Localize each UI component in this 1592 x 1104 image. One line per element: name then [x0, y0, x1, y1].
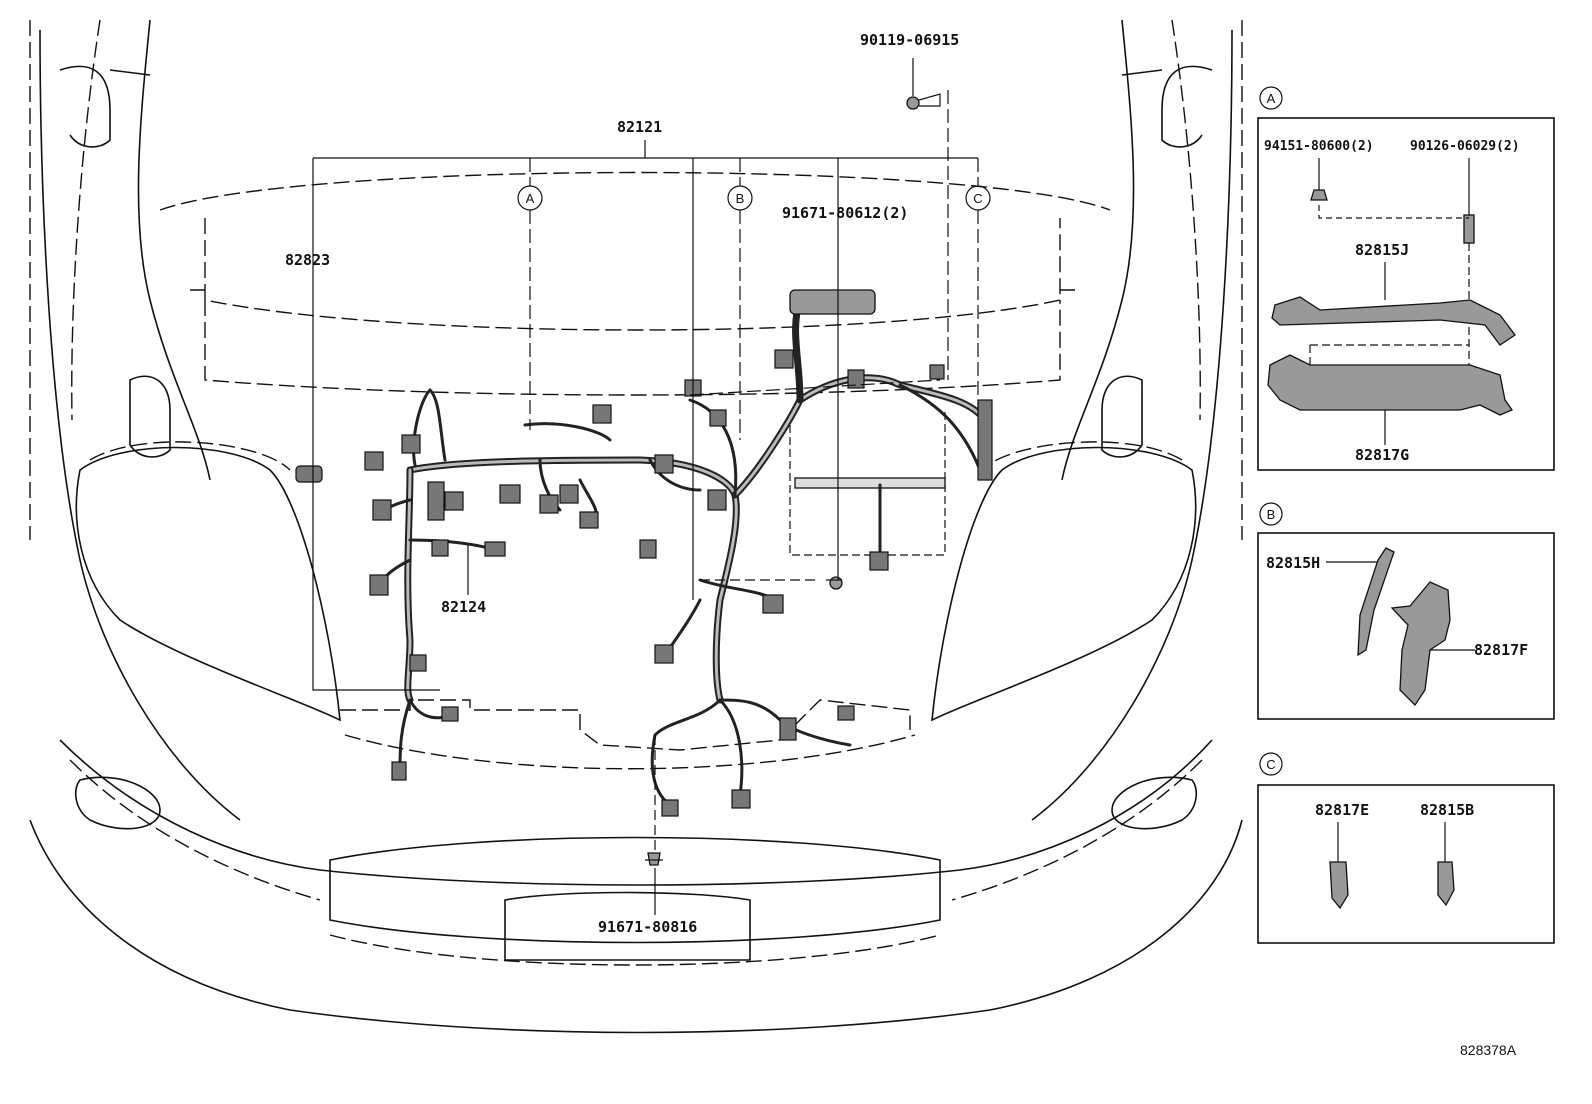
label-82817g: 82817G: [1355, 446, 1409, 464]
svg-text:C: C: [1266, 757, 1275, 772]
svg-text:C: C: [973, 191, 982, 206]
callout-c: C: [965, 185, 991, 211]
label-94151-80600: 94151-80600(2): [1264, 139, 1374, 154]
label-82817e: 82817E: [1315, 801, 1369, 819]
harness-connectors: [295, 349, 993, 817]
engine-wire-harness: [295, 289, 993, 817]
svg-text:A: A: [526, 191, 535, 206]
label-91671-80612: 91671-80612(2): [782, 204, 908, 222]
label-82121: 82121: [617, 118, 662, 136]
label-82823: 82823: [285, 251, 330, 269]
label-82124: 82124: [441, 598, 486, 616]
inset-a: A 94151-80600(2) 90126-06029(2) 82815J 8…: [1257, 86, 1555, 471]
svg-text:B: B: [1267, 507, 1276, 522]
label-82815b: 82815B: [1420, 801, 1474, 819]
inset-c: C 82817E 82815B: [1257, 752, 1555, 944]
clip-91671-80612: [826, 576, 843, 590]
clip-82815b-shape: [1437, 861, 1455, 907]
bracket-82817f-shape: [1390, 581, 1451, 707]
diagram-reference-number: 828378A: [1460, 1042, 1517, 1058]
cover-82815h-shape: [1357, 547, 1395, 657]
cover-82815j-shape: [1271, 296, 1516, 346]
vehicle-body-outline: [29, 19, 1243, 1034]
inset-b: B 82815H 82817F: [1257, 502, 1555, 720]
clip-91671-80816: [645, 852, 663, 866]
label-82817f: 82817F: [1474, 641, 1528, 659]
label-90119-06915: 90119-06915: [860, 31, 959, 49]
callout-a: A: [517, 185, 543, 211]
nut-icon: [1310, 158, 1328, 201]
leader-lines: [312, 58, 979, 915]
bolt-90119-06915: [906, 93, 941, 110]
bracket-82817g-shape: [1267, 354, 1513, 416]
stud-bolt-icon: [1463, 158, 1475, 244]
svg-text:B: B: [736, 191, 745, 206]
label-82815h: 82815H: [1266, 554, 1320, 572]
label-90126-06029: 90126-06029(2): [1410, 139, 1520, 154]
callout-b: B: [727, 185, 753, 211]
clip-82817e-shape: [1329, 861, 1349, 910]
label-82815j: 82815J: [1355, 241, 1409, 259]
svg-text:A: A: [1267, 91, 1276, 106]
label-91671-80816: 91671-80816: [598, 918, 697, 936]
